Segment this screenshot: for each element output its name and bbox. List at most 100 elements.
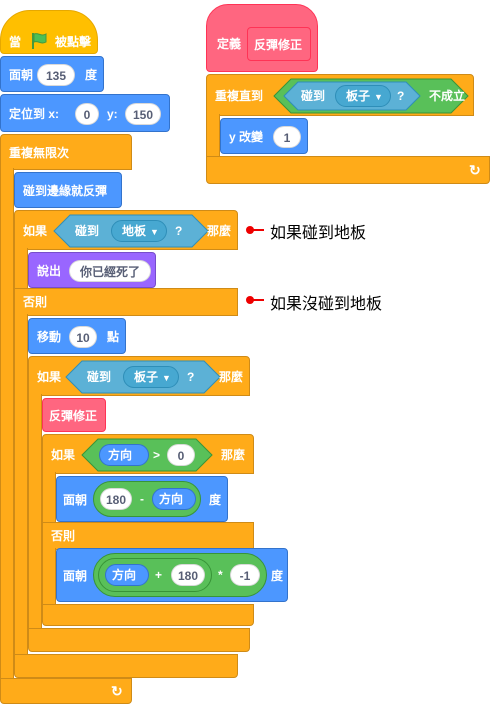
annotation-dot-2 [246,296,254,304]
change-y-input[interactable]: 1 [273,126,301,148]
dropdown-arrow-icon-3: ▼ [374,92,383,102]
direction-reporter-3[interactable]: 方向 [105,564,149,586]
if-else-block-direction[interactable]: 如果 方向 > 0 那麼 [42,434,254,474]
direction-reporter-label: 方向 [108,448,133,462]
steps-label: 點 [107,330,120,344]
compare-value-input[interactable]: 0 [167,444,195,466]
point-in-direction-block[interactable]: 面朝 135 度 [0,56,104,92]
if3-label: 如果 [51,448,76,462]
if3-arm-bottom [42,548,56,610]
paddle-dropdown[interactable]: 板子▼ [123,366,179,388]
direction-value-input[interactable]: 135 [37,64,75,86]
question-mark-3: ? [397,89,405,103]
move-label: 移動 [37,330,62,344]
if2-label: 如果 [37,370,62,384]
call-bounce-fix-block[interactable]: 反彈修正 [42,398,106,432]
else-label: 否則 [23,295,48,309]
paddle-option: 板子 [134,370,159,384]
add-right-input[interactable]: 180 [171,564,205,586]
direction-reporter-2[interactable]: 方向 [152,488,196,510]
direction-reporter[interactable]: 方向 [99,444,149,466]
when-flag-clicked-hat[interactable]: 當 被點擊 [0,10,98,54]
dropdown-arrow-icon-2: ▼ [162,373,171,383]
repeat-until-label: 重複直到 [215,89,264,103]
x-value-input[interactable]: 0 [75,103,99,125]
point-dir3-label: 面朝 [63,569,88,583]
question-mark: ? [175,224,183,238]
multiply-right-input[interactable]: -1 [230,564,260,586]
touching-label: 碰到 [75,224,100,238]
move-value-input[interactable]: 10 [69,326,97,348]
go-to-xy-block[interactable]: 定位到 x: 0 y: 150 [0,94,170,132]
if-label: 如果 [23,224,48,238]
green-flag-icon [32,33,47,49]
y-value-input[interactable]: 150 [125,103,161,125]
change-y-block[interactable]: y 改變 1 [220,118,308,154]
call-fix-label: 反彈修正 [49,409,98,423]
bounce-label: 碰到邊緣就反彈 [23,184,108,198]
forever-loop-block[interactable]: 重複無限次 [0,134,132,170]
touching3-label: 碰到 [301,89,326,103]
proc-name-label: 反彈修正 [254,38,303,52]
hat-when-label: 當 [9,35,22,49]
if2-bottom [28,628,250,652]
if-block-touch-paddle[interactable]: 如果 碰到 板子▼ ? 那麼 [28,356,250,396]
annotation-not-touch-floor: 如果沒碰到地板 [270,296,383,313]
direction-reporter-2-label: 方向 [159,492,184,506]
repeat-until-arm [206,114,220,160]
then2-label: 那麼 [219,370,244,384]
forever-arm [0,168,14,680]
plus-label: + [155,568,163,582]
forever-label: 重複無限次 [9,146,70,160]
direction-reporter-3-label: 方向 [112,568,137,582]
degree-label: 度 [85,68,98,82]
move-steps-block[interactable]: 移動 10 點 [28,318,126,354]
change-y-label: y 改變 [229,130,264,144]
if3-bottom [42,604,254,626]
multiply-operator[interactable]: 方向 + 180 * -1 [93,553,267,597]
forever-bottom: ↻ [0,678,132,704]
define-hat-block[interactable]: 定義 反彈修正 [206,4,318,72]
point-direction-expression-block[interactable]: 面朝 方向 + 180 * -1 度 [56,548,288,602]
annotation-line-1 [252,229,264,231]
goto-y-label: y: [107,107,118,121]
point-direction-minus-block[interactable]: 面朝 180 - 方向 度 [56,476,228,522]
paddle-dropdown-2[interactable]: 板子▼ [335,85,391,107]
times-label: * [218,568,223,582]
add-operator[interactable]: 方向 + 180 [98,558,212,592]
then-label: 那麼 [207,224,232,238]
if2-arm [28,394,42,634]
minus-label: - [140,492,144,506]
paddle-option-2: 板子 [346,89,371,103]
subtract-left-input[interactable]: 180 [100,488,132,510]
if-else-block-touch-floor[interactable]: 如果 碰到 地板▼ ? 那麼 [14,210,238,250]
point-direction-label: 面朝 [9,68,34,82]
question-mark-2: ? [187,370,195,384]
define-label: 定義 [217,37,242,51]
loop-arrow-icon-2: ↻ [469,162,481,178]
if1-arm-top [14,248,28,290]
if1-arm-bottom [14,314,28,664]
goto-x-label: 定位到 x: [9,107,60,121]
floor-dropdown[interactable]: 地板▼ [111,220,167,242]
else3-label: 否則 [51,529,76,543]
deg2-label: 度 [209,493,222,507]
say-block[interactable]: 說出 你已經死了 [28,252,156,288]
say-text-input[interactable]: 你已經死了 [69,260,151,282]
annotation-line-2 [252,299,264,301]
else-bar-3: 否則 [42,522,254,550]
deg3-label: 度 [271,569,284,583]
procedure-name-prototype[interactable]: 反彈修正 [247,27,311,61]
not-label: 不成立 [429,89,466,103]
annotation-dot-1 [246,226,254,234]
touching2-label: 碰到 [87,370,112,384]
bounce-on-edge-block[interactable]: 碰到邊緣就反彈 [14,172,122,208]
repeat-until-bottom: ↻ [206,156,490,184]
repeat-until-block[interactable]: 重複直到 碰到 板子▼ ? 不成立 [206,74,474,116]
if1-bottom [14,654,238,678]
dropdown-arrow-icon: ▼ [150,227,159,237]
annotation-touch-floor: 如果碰到地板 [270,225,367,242]
else-bar-1: 否則 [14,288,238,316]
if3-arm-top [42,472,56,526]
subtract-operator[interactable]: 180 - 方向 [93,481,201,517]
